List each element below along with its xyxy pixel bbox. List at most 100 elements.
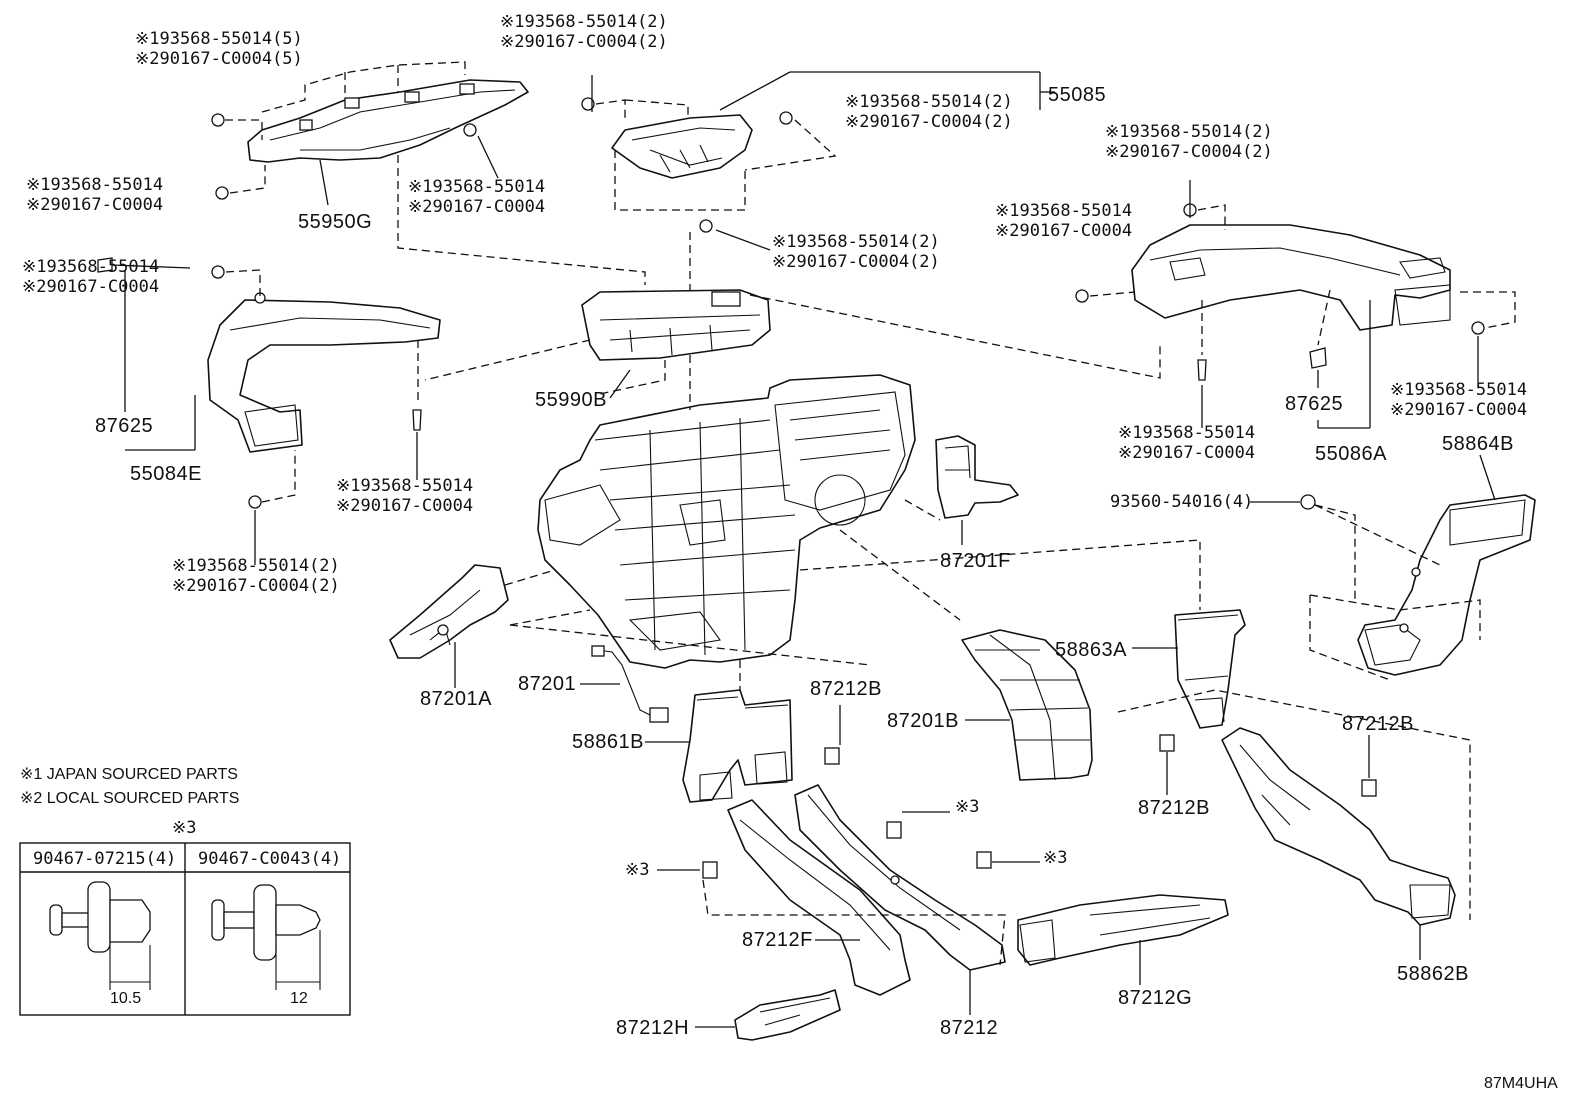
part-87201B-drawing xyxy=(961,629,1093,781)
table-dim2: 12 xyxy=(290,990,308,1007)
label-87201: 87201 xyxy=(518,673,576,695)
part-87212H-drawing xyxy=(734,989,841,1041)
part-87212G-drawing xyxy=(1017,894,1229,966)
dash-lines-55086A xyxy=(1089,180,1516,429)
leader-55990B xyxy=(609,369,631,399)
fastener-g2: ※290167-C0004(2) xyxy=(1105,142,1273,162)
dash-87212 xyxy=(702,879,1006,966)
table-mark: ※3 xyxy=(172,818,196,838)
diagram-code: 87M4UHA xyxy=(1484,1075,1558,1092)
label-55950G: 55950G xyxy=(298,211,372,233)
dash-lines-55085 xyxy=(591,71,1055,290)
label-87212B-mid: 87212B xyxy=(1138,797,1210,819)
fastener-h1: ※193568-55014 xyxy=(995,201,1132,221)
fastener-d2: ※290167-C0004 xyxy=(26,195,163,215)
part-58862B-drawing xyxy=(1221,727,1456,926)
fastener-k2: ※290167-C0004 xyxy=(1118,443,1255,463)
fastener-f2: ※290167-C0004(2) xyxy=(772,252,940,272)
clip-table: ※3 90467-07215(4) 90467-C0043(4) 10.5 12 xyxy=(19,818,351,1016)
table-col1: 90467-07215(4) xyxy=(33,849,176,869)
label-87625-left: 87625 xyxy=(95,415,153,437)
dash-lines-55084E xyxy=(124,269,419,565)
note-japan: ※1 JAPAN SOURCED PARTS xyxy=(20,766,238,783)
label-93560: 93560-54016(4) xyxy=(1110,492,1253,512)
label-55084E: 55084E xyxy=(130,463,202,485)
dash-lines-center xyxy=(504,355,1201,690)
clips-87212 xyxy=(657,811,1040,879)
label-87212H: 87212H xyxy=(616,1017,689,1039)
part-55990B-drawing xyxy=(581,289,771,361)
dash-lines-58864B xyxy=(1309,454,1496,681)
fastener-a2: ※290167-C0004(5) xyxy=(135,49,303,69)
label-58862B: 58862B xyxy=(1397,963,1469,985)
label-58864B: 58864B xyxy=(1442,433,1514,455)
label-55990B: 55990B xyxy=(535,389,607,411)
clip-87212B-right xyxy=(1361,735,1377,797)
fastener-d1: ※193568-55014 xyxy=(26,175,163,195)
part-87201A-drawing xyxy=(389,564,509,659)
label-87212B-right: 87212B xyxy=(1342,713,1414,735)
part-58864B-drawing xyxy=(1357,494,1536,676)
part-55086A-drawing xyxy=(1131,224,1451,331)
fastener-h2: ※290167-C0004 xyxy=(995,221,1132,241)
fastener-c2: ※290167-C0004(2) xyxy=(845,112,1013,132)
label-87201B: 87201B xyxy=(887,710,959,732)
clip-90467-07215-drawing: 10.5 xyxy=(49,881,151,1007)
fastener-i2: ※290167-C0004 xyxy=(22,277,159,297)
clip-90467-C0043-drawing: 12 xyxy=(211,884,321,1007)
part-87201-drawing xyxy=(591,645,669,723)
fastener-j2: ※290167-C0004 xyxy=(1390,400,1527,420)
fastener-b2: ※290167-C0004(2) xyxy=(500,32,668,52)
dash-55990B-left xyxy=(424,339,591,381)
fastener-g1: ※193568-55014(2) xyxy=(1105,122,1273,142)
bolts-55950G xyxy=(211,113,477,200)
fastener-c1: ※193568-55014(2) xyxy=(845,92,1013,112)
part-87212-drawing xyxy=(794,784,1006,971)
fastener-e1: ※193568-55014 xyxy=(408,177,545,197)
clip-note-c: ※3 xyxy=(625,860,649,880)
fastener-b1: ※193568-55014(2) xyxy=(500,12,668,32)
fastener-l1: ※193568-55014 xyxy=(336,476,473,496)
dash-58862B-box xyxy=(1117,689,1471,920)
part-55950G-drawing xyxy=(247,79,529,163)
part-58863A-drawing xyxy=(1174,609,1246,729)
clip-note-b: ※3 xyxy=(1043,848,1067,868)
clip-87212B-top xyxy=(824,705,841,765)
label-58861B: 58861B xyxy=(572,731,644,753)
part-87212F-drawing xyxy=(727,799,911,996)
hvac-unit-drawing xyxy=(537,374,916,669)
fastener-m1: ※193568-55014(2) xyxy=(172,556,340,576)
label-87212F: 87212F xyxy=(742,929,813,951)
part-55085-drawing xyxy=(611,114,753,179)
fastener-l2: ※290167-C0004 xyxy=(336,496,473,516)
fastener-labels: ※193568-55014(5) ※290167-C0004(5) ※19356… xyxy=(22,12,1527,880)
fastener-m2: ※290167-C0004(2) xyxy=(172,576,340,596)
label-87212: 87212 xyxy=(940,1017,998,1039)
label-87625-right: 87625 xyxy=(1285,393,1343,415)
fastener-i1: ※193568-55014 xyxy=(22,257,159,277)
fastener-j1: ※193568-55014 xyxy=(1390,380,1527,400)
bolts-55085 xyxy=(581,97,793,233)
fastener-f1: ※193568-55014(2) xyxy=(772,232,940,252)
label-55085: 55085 xyxy=(1048,84,1106,106)
part-87201F-drawing xyxy=(935,435,1019,519)
fastener-k1: ※193568-55014 xyxy=(1118,423,1255,443)
part-58861B-drawing xyxy=(682,689,793,803)
clip-note-a: ※3 xyxy=(955,797,979,817)
part-labels: 55085 55950G 87625 55084E 55990B 87625 5… xyxy=(95,84,1514,1039)
table-dim1: 10.5 xyxy=(110,990,141,1007)
part-55084E-drawing xyxy=(207,292,441,453)
label-55086A: 55086A xyxy=(1315,443,1387,465)
fastener-e2: ※290167-C0004 xyxy=(408,197,545,217)
label-87212B-top: 87212B xyxy=(810,678,882,700)
dash-lines-55950G xyxy=(225,61,646,285)
label-87212G: 87212G xyxy=(1118,987,1192,1009)
label-87201F: 87201F xyxy=(940,550,1011,572)
clip-87212B-mid xyxy=(1159,734,1175,795)
label-58863A: 58863A xyxy=(1055,639,1127,661)
label-87201A: 87201A xyxy=(420,688,492,710)
note-local: ※2 LOCAL SOURCED PARTS xyxy=(20,790,239,807)
table-col2: 90467-C0043(4) xyxy=(198,849,341,869)
legend-notes: ※1 JAPAN SOURCED PARTS ※2 LOCAL SOURCED … xyxy=(20,766,239,807)
